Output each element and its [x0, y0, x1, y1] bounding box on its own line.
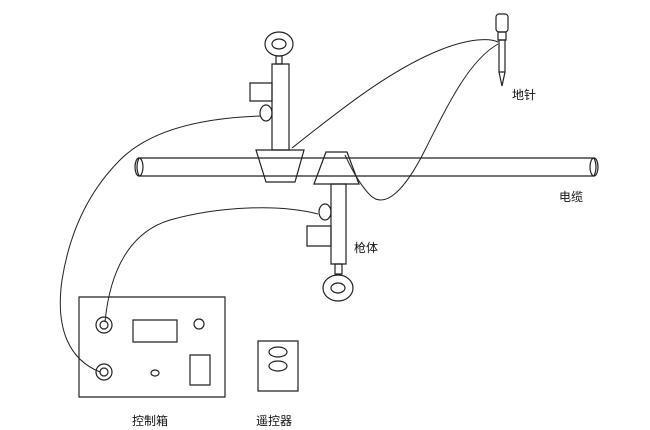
- label-gun-body: 枪体: [354, 241, 379, 255]
- lower-ring-inner: [331, 283, 345, 293]
- wire-upper-to-box: [60, 116, 260, 372]
- lower-clamp: [314, 152, 359, 184]
- lower-ring-outer: [323, 275, 353, 301]
- ground-needle: [496, 14, 508, 86]
- upper-ring-outer: [265, 32, 293, 56]
- box-port-bottom: [96, 364, 112, 380]
- box-switch: [190, 355, 210, 385]
- upper-gun-shaft: [272, 64, 289, 150]
- wire-lower-to-box: [105, 208, 318, 322]
- upper-gun-handle: [250, 83, 272, 101]
- upper-ring-inner: [272, 39, 286, 49]
- box-knob: [194, 319, 204, 329]
- wires: [60, 40, 498, 372]
- upper-clamp: [256, 150, 304, 182]
- box-display: [133, 320, 177, 342]
- label-remote: 遥控器: [256, 414, 293, 428]
- cable-bar: [135, 158, 598, 176]
- label-cable: 电缆: [559, 190, 584, 204]
- box-port-top: [96, 317, 112, 333]
- control-box: [79, 297, 225, 397]
- label-control-box: 控制箱: [132, 414, 169, 428]
- lower-gun-shaft: [331, 184, 346, 264]
- box-indicator: [151, 370, 159, 376]
- upper-gun-body: [250, 32, 304, 182]
- upper-gun-connector: [260, 105, 272, 121]
- remote-controller: [258, 341, 298, 391]
- lower-gun-handle: [307, 226, 331, 246]
- remote-button-top: [269, 347, 287, 357]
- label-ground-needle: 地针: [512, 88, 537, 102]
- remote-button-bottom: [269, 361, 287, 371]
- lower-gun-connector: [319, 204, 331, 220]
- lower-gun-body: [307, 152, 359, 301]
- wire-upper-to-needle: [292, 40, 498, 148]
- wire-needle-to-lower-clamp: [345, 44, 498, 200]
